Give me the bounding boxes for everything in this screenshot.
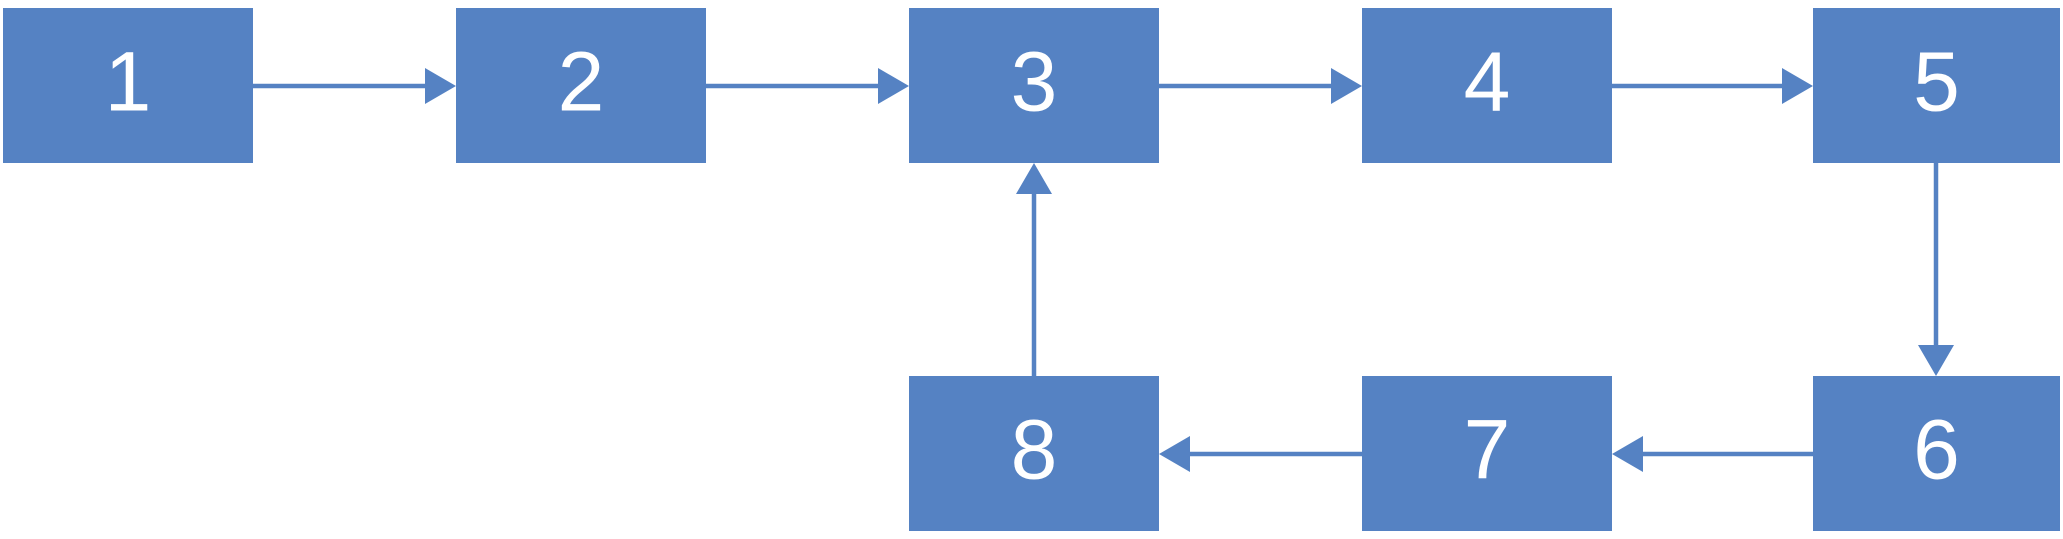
node-layer: 1 2 3 4 5 6 7 8 bbox=[3, 8, 2060, 531]
flow-node-label: 4 bbox=[1464, 35, 1511, 129]
edge-layer bbox=[253, 68, 1954, 472]
flow-node-label: 8 bbox=[1011, 403, 1058, 497]
arrow-7-to-8 bbox=[1159, 436, 1362, 472]
arrow-2-to-3 bbox=[706, 68, 909, 104]
arrowhead-icon bbox=[1159, 436, 1190, 472]
flow-node-4: 4 bbox=[1362, 8, 1612, 163]
flow-node-box bbox=[909, 376, 1159, 531]
flow-node-box bbox=[456, 8, 706, 163]
flow-node-label: 6 bbox=[1913, 403, 1960, 497]
arrow-8-to-3 bbox=[1016, 163, 1052, 376]
flow-node-box bbox=[1362, 376, 1612, 531]
arrow-5-to-6 bbox=[1918, 163, 1954, 376]
flow-node-3: 3 bbox=[909, 8, 1159, 163]
flow-node-box bbox=[3, 8, 253, 163]
arrowhead-icon bbox=[1918, 345, 1954, 376]
flow-node-1: 1 bbox=[3, 8, 253, 163]
arrowhead-icon bbox=[1782, 68, 1813, 104]
flow-node-label: 3 bbox=[1011, 35, 1058, 129]
arrow-1-to-2 bbox=[253, 68, 456, 104]
flow-node-box bbox=[909, 8, 1159, 163]
flow-node-label: 5 bbox=[1913, 35, 1960, 129]
flow-node-box bbox=[1813, 376, 2060, 531]
flow-node-8: 8 bbox=[909, 376, 1159, 531]
flow-node-2: 2 bbox=[456, 8, 706, 163]
arrowhead-icon bbox=[878, 68, 909, 104]
flow-node-6: 6 bbox=[1813, 376, 2060, 531]
arrowhead-icon bbox=[1016, 163, 1052, 194]
arrow-3-to-4 bbox=[1159, 68, 1362, 104]
flow-node-7: 7 bbox=[1362, 376, 1612, 531]
arrow-4-to-5 bbox=[1612, 68, 1813, 104]
flow-node-label: 7 bbox=[1464, 403, 1511, 497]
arrowhead-icon bbox=[1331, 68, 1362, 104]
flow-node-box bbox=[1362, 8, 1612, 163]
arrowhead-icon bbox=[425, 68, 456, 104]
arrow-6-to-7 bbox=[1612, 436, 1813, 472]
arrowhead-icon bbox=[1612, 436, 1643, 472]
flow-node-label: 2 bbox=[558, 35, 605, 129]
flow-node-label: 1 bbox=[105, 35, 152, 129]
flow-node-5: 5 bbox=[1813, 8, 2060, 163]
flow-node-box bbox=[1813, 8, 2060, 163]
